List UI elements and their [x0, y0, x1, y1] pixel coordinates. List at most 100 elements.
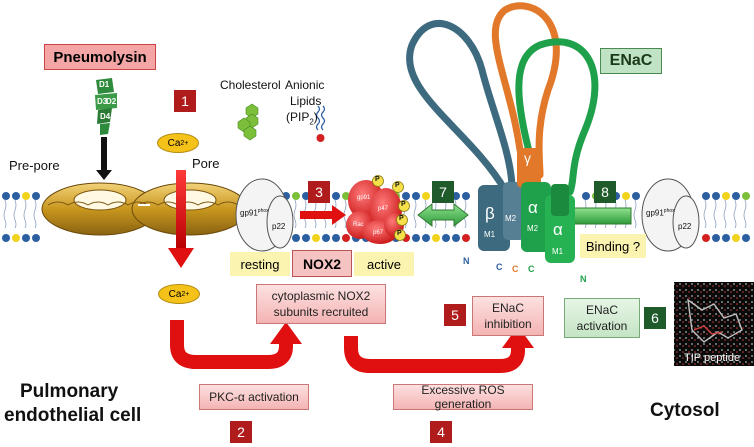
- enac-gamma-label: γ: [524, 150, 531, 166]
- lipid-head: [12, 234, 20, 242]
- nox2-resting: [235, 178, 294, 252]
- lipid-head: [342, 234, 350, 242]
- lipid-head: [22, 234, 30, 242]
- lipid-head: [712, 192, 720, 200]
- curved-arrow-pkc: [170, 320, 302, 369]
- enac-beta-label: β: [485, 204, 495, 223]
- lipid-head: [332, 234, 340, 242]
- lipid-tail: [33, 199, 37, 229]
- pkc-box: PKC-α activation: [199, 384, 309, 410]
- lipid-head: [462, 192, 470, 200]
- step-2-badge: 2: [230, 421, 252, 443]
- nox-gp91-label: gp91: [357, 195, 371, 201]
- lipid-head: [732, 234, 740, 242]
- step7-double-arrow: [417, 202, 469, 228]
- curved-arrow-ros: [344, 326, 534, 373]
- lipid-head: [2, 234, 10, 242]
- enac-m1-b: M1: [552, 247, 564, 256]
- lipid-tail: [23, 199, 27, 229]
- terminal-n-right: N: [580, 274, 587, 284]
- lipid-head: [712, 234, 720, 242]
- lipid-head: [702, 192, 710, 200]
- lipid-head: [32, 192, 40, 200]
- lipid-head: [732, 192, 740, 200]
- lipid-tail: [633, 199, 637, 229]
- domain-d4: D4: [100, 112, 111, 121]
- lipid-head: [462, 234, 470, 242]
- cell-label-line2: endothelial cell: [4, 405, 142, 426]
- lipid-head: [622, 192, 630, 200]
- lipid-head: [32, 234, 40, 242]
- enac-title: ENaC: [600, 48, 662, 74]
- lipid-tail: [293, 199, 297, 229]
- lipid-head: [312, 234, 320, 242]
- phosphate-p3: P: [401, 201, 406, 208]
- lipid-head: [412, 234, 420, 242]
- cytosol-label: Cytosol: [650, 400, 720, 421]
- enac-m2-a: M2: [505, 214, 517, 223]
- gp91-left-label: gp91phox: [240, 208, 269, 218]
- enac-m2-b: M2: [527, 224, 539, 233]
- lipid-head: [582, 192, 590, 200]
- step-4-badge: 4: [430, 421, 452, 443]
- nox-p47-label: p47: [378, 206, 389, 212]
- lipid-head: [22, 192, 30, 200]
- step3-arrow: [300, 205, 346, 225]
- step-5-badge: 5: [444, 304, 466, 326]
- lipid-tail: [703, 199, 707, 229]
- cell-label-line1: Pulmonary: [20, 381, 119, 402]
- ros-box: Excessive ROS generation: [393, 383, 533, 411]
- step-7-badge: 7: [432, 181, 454, 203]
- nox-rac-label: Rac: [353, 222, 364, 228]
- active-label: active: [354, 252, 414, 276]
- calcium-influx-arrow: [168, 170, 194, 268]
- lipid-tail: [13, 199, 17, 229]
- lipid-head: [322, 234, 330, 242]
- lipid-head: [422, 234, 430, 242]
- step-1-badge: 1: [174, 90, 196, 112]
- lipid-head: [422, 192, 430, 200]
- gp91-right-label: gp91phox: [646, 208, 675, 218]
- phosphate-p4: P: [399, 215, 404, 222]
- nox2-label: NOX2: [292, 250, 352, 277]
- lipid-head: [302, 234, 310, 242]
- binding-label: Binding ?: [580, 234, 646, 258]
- phosphate-p1: P: [375, 176, 380, 183]
- phosphate-p5: P: [397, 230, 402, 237]
- terminal-c3: C: [528, 264, 535, 274]
- lipid-head: [742, 234, 750, 242]
- lipid-head: [12, 192, 20, 200]
- step-3-badge: 3: [308, 181, 330, 203]
- lipid-head: [292, 234, 300, 242]
- lipid-tail: [3, 199, 7, 229]
- anionic-label: Anionic: [285, 78, 325, 92]
- domain-d2: D2: [106, 97, 117, 106]
- enac-alpha2-label: α: [553, 220, 563, 239]
- lipid-head: [342, 192, 350, 200]
- pre-pore-label: Pre-pore: [9, 158, 60, 173]
- anionic-lipid-icon: [315, 105, 326, 142]
- lipid-head: [452, 234, 460, 242]
- lipid-head: [292, 192, 300, 200]
- cholesterol-label: Cholesterol: [220, 78, 281, 92]
- pneumolysin-monomer-icon: [95, 78, 117, 135]
- enac-loops: [406, 2, 599, 196]
- lipid-tail: [743, 199, 747, 229]
- nox2-right: [641, 178, 700, 252]
- lipid-head: [452, 192, 460, 200]
- tip-peptide-image: [674, 282, 754, 366]
- lipid-head: [632, 192, 640, 200]
- step-6-badge: 6: [644, 307, 666, 329]
- terminal-c2: C: [512, 264, 519, 274]
- pip2-label: (PIP2): [286, 110, 318, 127]
- lipid-head: [722, 192, 730, 200]
- domain-d3: D3: [97, 97, 108, 106]
- step8-bar: [572, 207, 632, 225]
- lipid-head: [702, 234, 710, 242]
- p22-left-label: p22: [272, 222, 286, 231]
- resting-label: resting: [230, 252, 290, 276]
